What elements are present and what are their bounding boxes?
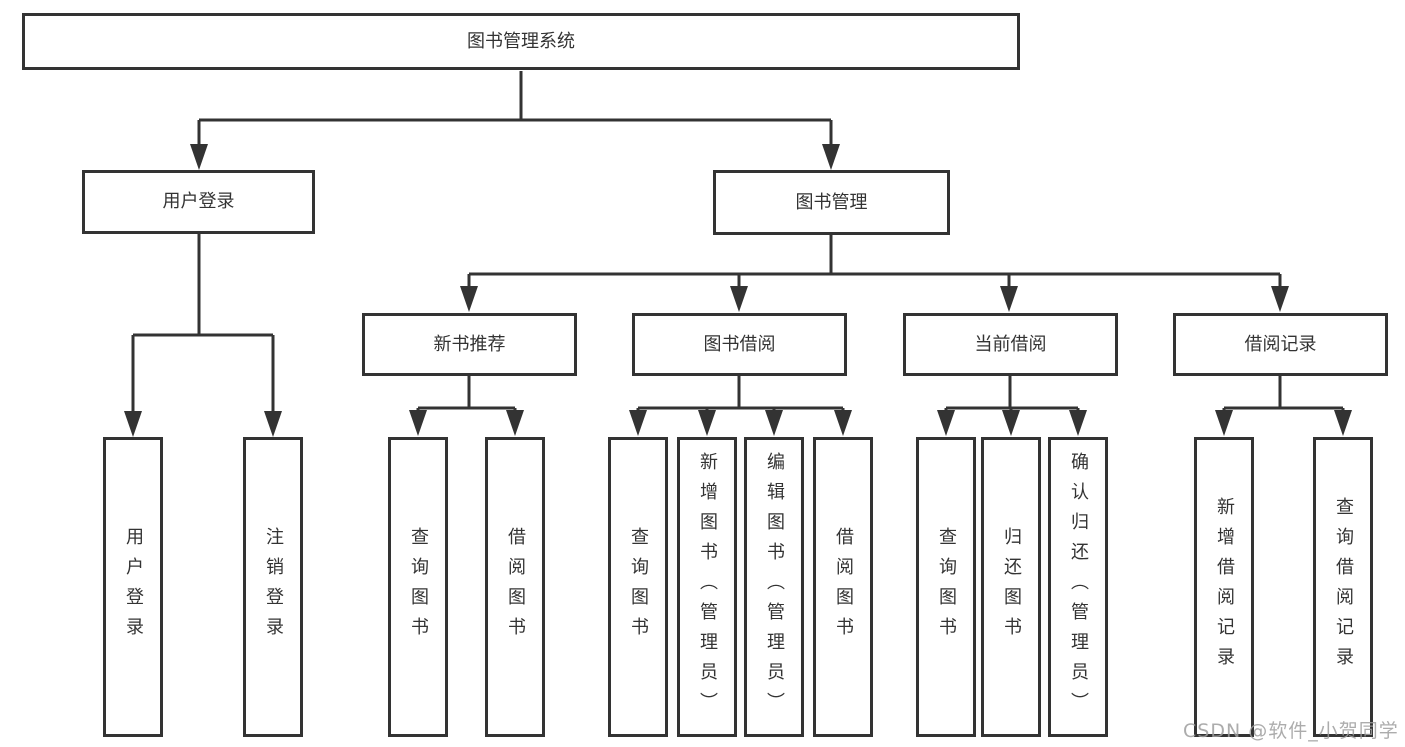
node-root-system: 图书管理系统 bbox=[22, 13, 1020, 70]
node-book-borrow: 图书借阅 bbox=[632, 313, 847, 376]
node-user-login: 用户登录 bbox=[82, 170, 315, 234]
leaf-return-books: 归还图书 bbox=[981, 437, 1041, 737]
leaf-edit-books-admin: 编辑图书（管理员） bbox=[744, 437, 804, 737]
tree-branch-lines bbox=[133, 71, 1343, 410]
leaf-query-borrow-record: 查询借阅记录 bbox=[1313, 437, 1373, 737]
leaf-query-books-recommend: 查询图书 bbox=[388, 437, 448, 737]
leaf-confirm-return-admin: 确认归还（管理员） bbox=[1048, 437, 1108, 737]
leaf-logout: 注销登录 bbox=[243, 437, 303, 737]
node-current-borrow: 当前借阅 bbox=[903, 313, 1118, 376]
leaf-borrow-books-recommend: 借阅图书 bbox=[485, 437, 545, 737]
node-borrow-records: 借阅记录 bbox=[1173, 313, 1388, 376]
csdn-watermark: CSDN @软件_小贺同学 bbox=[1183, 720, 1399, 742]
leaf-add-borrow-record: 新增借阅记录 bbox=[1194, 437, 1254, 737]
node-new-book-recommend: 新书推荐 bbox=[362, 313, 577, 376]
leaf-query-books-current: 查询图书 bbox=[916, 437, 976, 737]
leaf-borrow-books: 借阅图书 bbox=[813, 437, 873, 737]
leaf-add-books-admin: 新增图书（管理员） bbox=[677, 437, 737, 737]
leaf-user-login: 用户登录 bbox=[103, 437, 163, 737]
node-book-management: 图书管理 bbox=[713, 170, 950, 235]
leaf-query-books-borrow: 查询图书 bbox=[608, 437, 668, 737]
